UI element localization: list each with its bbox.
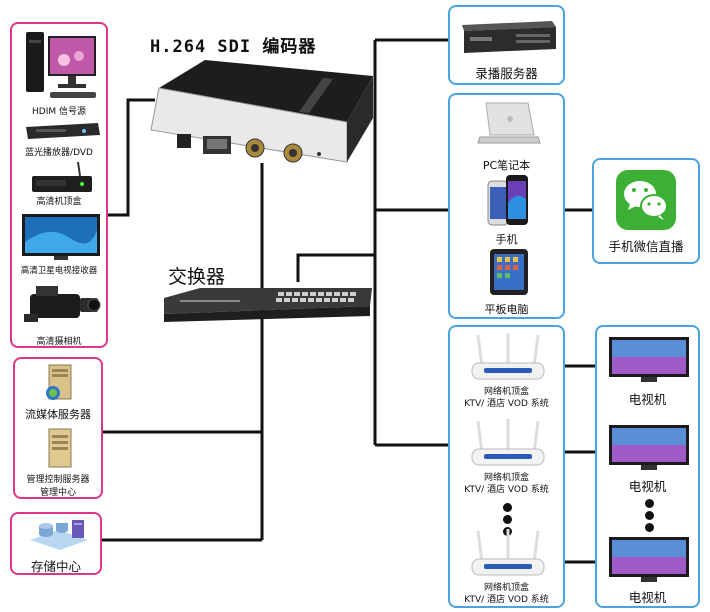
terminal-label-pc: PC笔记本	[482, 159, 531, 172]
ellipsis-dot	[645, 511, 654, 520]
stb-label-3a: 网络机顶盒	[483, 583, 529, 593]
server-rack-icon	[462, 21, 556, 53]
tv-receiver-icon	[22, 214, 100, 260]
tv-icon-2	[609, 425, 689, 470]
ellipsis-dot	[503, 515, 512, 524]
stb-label-1a: 网络机顶盒	[483, 387, 529, 397]
storage-icon	[30, 520, 88, 550]
management-server-icon	[48, 428, 72, 468]
sdi-encoder-device	[150, 60, 373, 163]
set-top-box-icon	[32, 161, 92, 192]
ellipsis-dot	[503, 503, 512, 512]
tv-label-1: 电视机	[628, 392, 667, 407]
router-icon-3	[471, 529, 545, 576]
encoder-title: H.264 SDI 编码器	[150, 37, 317, 57]
switch-title: 交换器	[168, 266, 226, 288]
source-panel: HDIM 信号源 蓝光播放器/DVD 高清机顶盒 高清卫星电视接收器 高清摄相机	[10, 22, 108, 348]
source-label-stb: 高清机顶盒	[36, 197, 82, 207]
pc-monitor-icon	[26, 32, 96, 98]
server-panel: 流媒体服务器 管理控制服务器 管理中心	[13, 357, 103, 499]
bluray-player-icon	[26, 123, 100, 139]
server-label-center: 管理中心	[39, 488, 76, 498]
source-label-bluray: 蓝光播放器/DVD	[25, 148, 93, 158]
storage-label: 存储中心	[30, 559, 81, 574]
source-label-camcorder: 高清摄相机	[36, 337, 82, 347]
stb-panel: 网络机顶盒 KTV/ 酒店 VOD 系统 网络机顶盒 KTV/ 酒店 VOD 系…	[448, 325, 565, 608]
wechat-label: 手机微信直播	[608, 239, 684, 254]
server-label-management: 管理控制服务器	[26, 475, 90, 485]
network-switch-device	[164, 288, 372, 322]
line-switch-uplink	[296, 253, 375, 282]
record-server-label: 录播服务器	[475, 66, 538, 81]
router-icon-1	[471, 333, 545, 380]
stb-label-1b: KTV/ 酒店 VOD 系统	[464, 399, 549, 409]
tv-label-3: 电视机	[628, 590, 667, 605]
wechat-panel: 手机微信直播	[592, 158, 700, 264]
tv-panel: 电视机 电视机 电视机	[595, 325, 700, 608]
server-label-streaming: 流媒体服务器	[25, 408, 91, 421]
stb-label-2a: 网络机顶盒	[483, 473, 529, 483]
stb-label-3b: KTV/ 酒店 VOD 系统	[464, 595, 549, 605]
router-icon-2	[471, 419, 545, 466]
camcorder-icon	[24, 286, 101, 322]
tv-icon-3	[609, 537, 689, 582]
terminal-label-tablet: 平板电脑	[484, 303, 529, 316]
line-sources-encoder	[108, 98, 155, 217]
source-label-hdmi: HDIM 信号源	[32, 107, 86, 117]
ellipsis-dot	[645, 499, 654, 508]
laptop-icon	[477, 102, 541, 144]
tablet-icon	[490, 249, 528, 295]
record-server-panel: 录播服务器	[448, 5, 565, 85]
storage-panel: 存储中心	[10, 512, 102, 575]
stb-label-2b: KTV/ 酒店 VOD 系统	[464, 485, 549, 495]
phone-icon	[487, 175, 528, 226]
wechat-icon	[616, 170, 676, 230]
tv-label-2: 电视机	[628, 479, 667, 494]
source-label-satellite: 高清卫星电视接收器	[20, 266, 98, 276]
terminal-label-phone: 手机	[495, 233, 518, 246]
streaming-server-icon	[46, 364, 72, 400]
ellipsis-dot	[645, 523, 654, 532]
terminal-panel: PC笔记本 手机 平板电脑	[448, 93, 565, 319]
tv-icon-1	[609, 337, 689, 382]
